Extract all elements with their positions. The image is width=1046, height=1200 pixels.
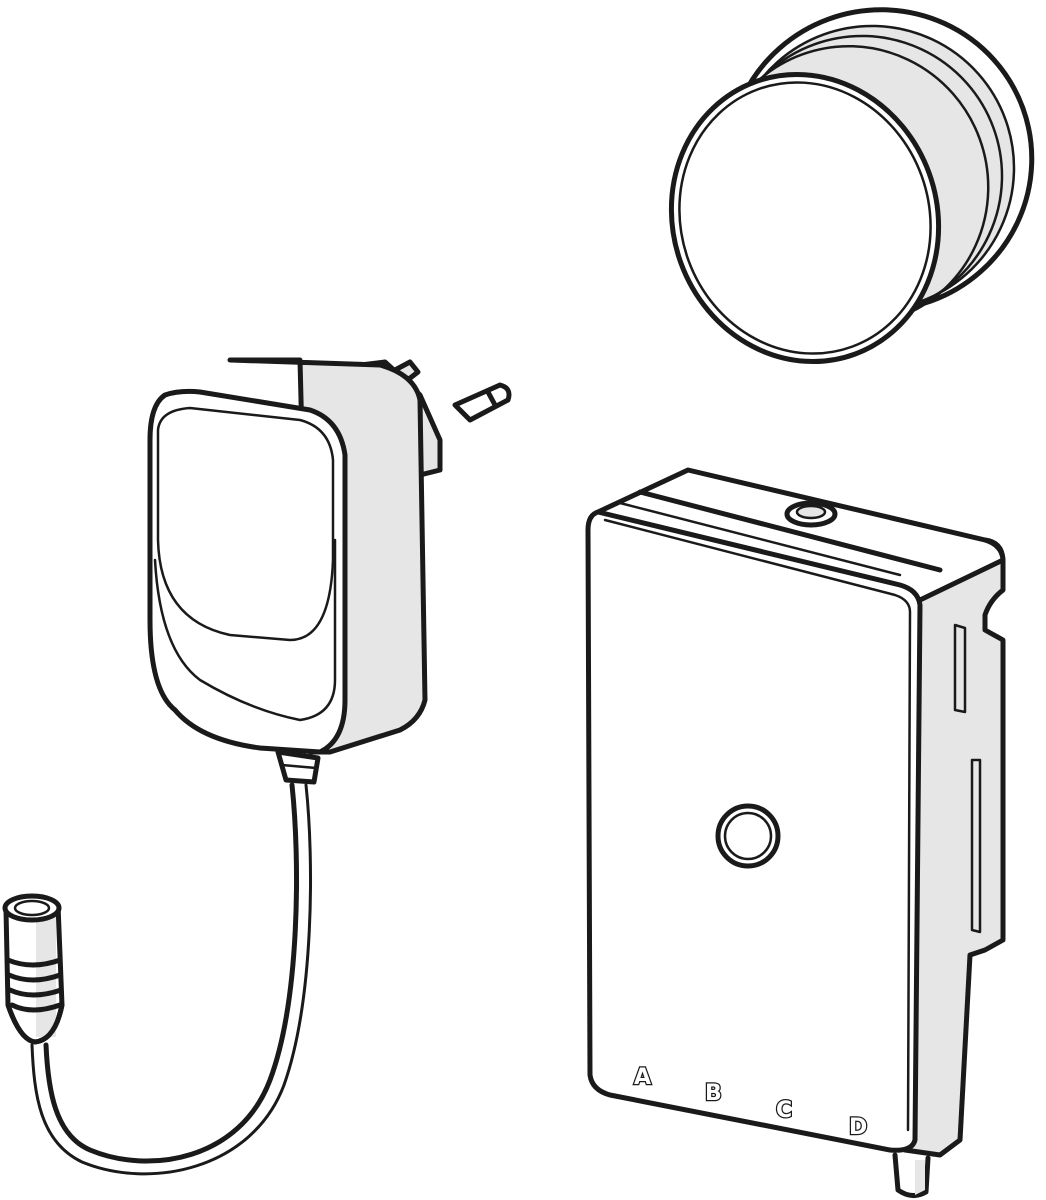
control-box: A B C D: [585, 467, 1006, 1198]
label-b: B: [705, 1081, 722, 1106]
label-d: D: [849, 1115, 867, 1140]
cover-cap: [668, 7, 1035, 365]
cable: [30, 782, 313, 1176]
label-a: A: [634, 1065, 651, 1090]
label-c: C: [776, 1098, 792, 1123]
barrel-connector: [2, 893, 65, 1045]
power-adapter: [147, 357, 512, 785]
